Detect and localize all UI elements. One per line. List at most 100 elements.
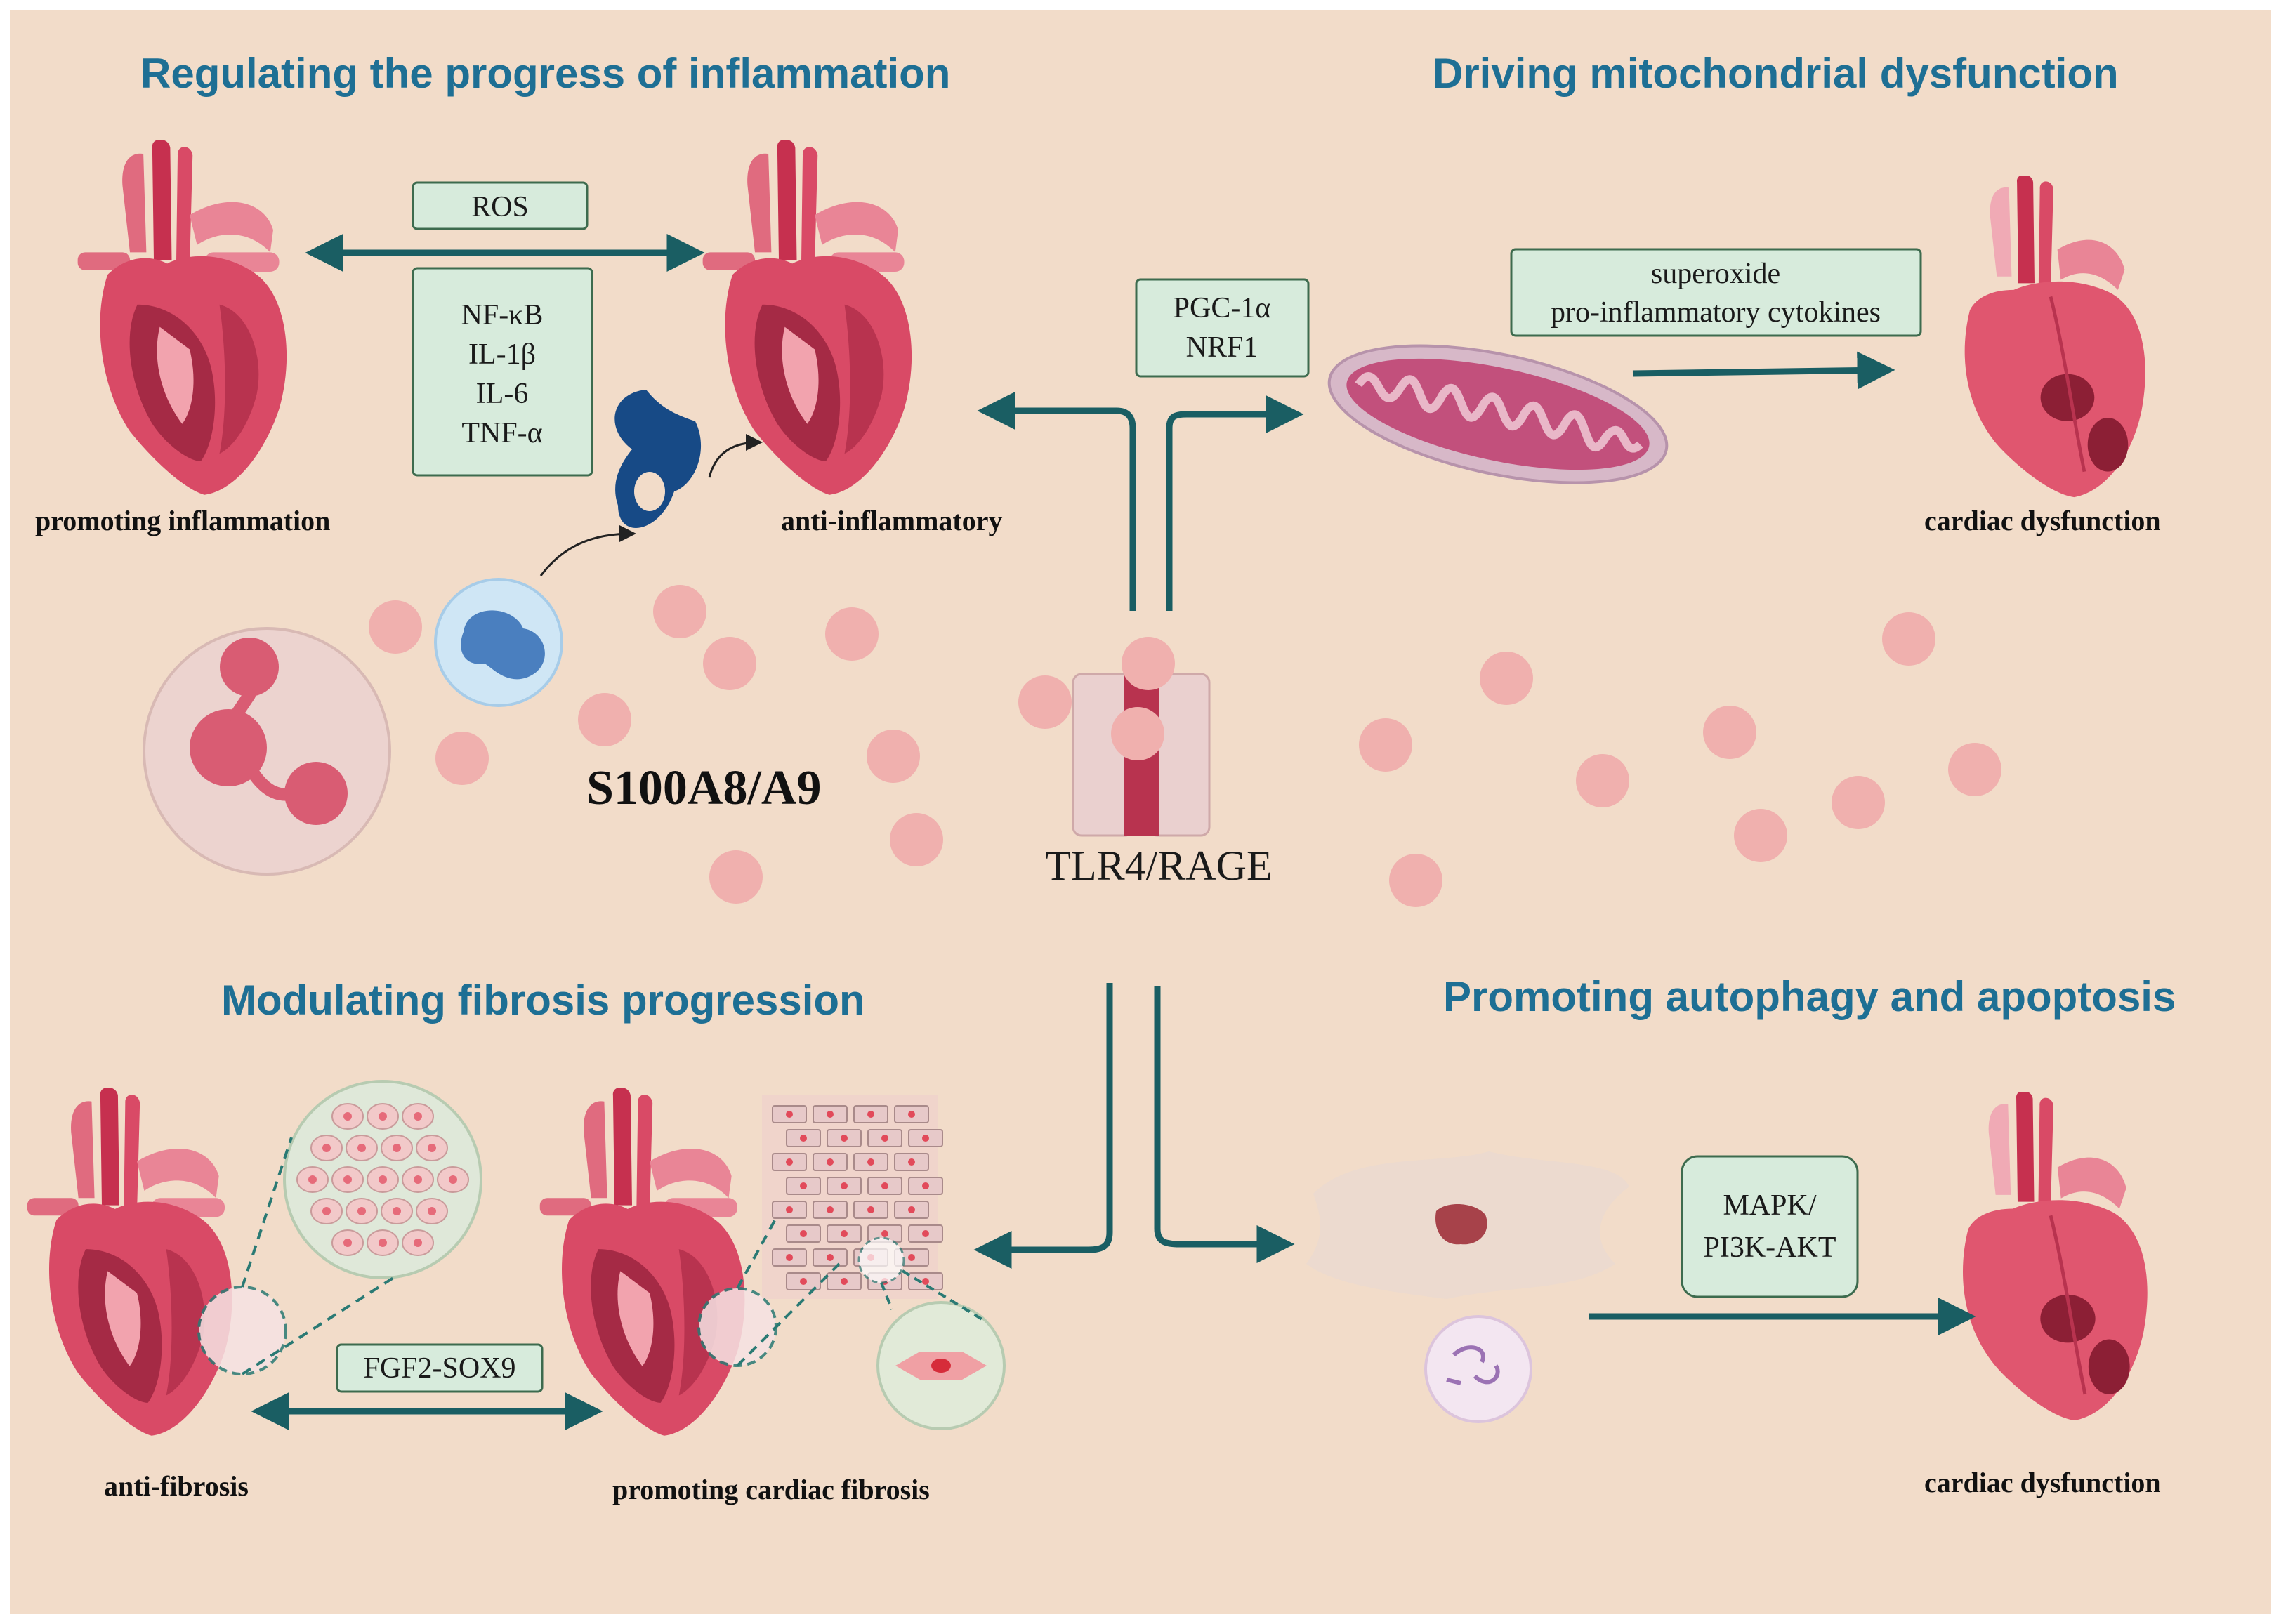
particle-7 [867,730,920,783]
fibrotic-cell-nucleus [908,1111,915,1118]
fibrotic-cell-nucleus [908,1158,915,1166]
pgc-box [1135,278,1310,378]
arrow-to-mitochondria [1166,395,1304,611]
particle-15 [1882,612,1935,666]
fibrotic-cell-nucleus [922,1135,929,1142]
fibrotic-cell-nucleus [867,1206,874,1213]
mapk-label: MAPK/ [1723,1189,1816,1222]
fibrotic-cell-nucleus [800,1230,807,1237]
fibrotic-cell-nucleus [800,1278,807,1285]
fibrotic-cell-nucleus [867,1158,874,1166]
tissue-cell-nucleus [357,1144,366,1152]
tissue-cell-nucleus [393,1207,401,1215]
cytokine-tnfa: TNF-α [461,417,542,449]
tissue-cell-nucleus [428,1144,436,1152]
autophagosome-content [1446,1345,1500,1385]
zoom-lines-fibroblast [880,1269,985,1321]
tissue-cell-nucleus [449,1175,457,1184]
particle-12 [1359,718,1412,772]
particle-5 [578,693,631,746]
superoxide-label: superoxide [1651,258,1780,290]
particle-16 [1948,743,2001,796]
neutrophil-lobe-3 [284,762,348,825]
particle-10 [1018,675,1072,729]
s100a8-a9-particles [369,585,2001,907]
fibrotic-cell-nucleus [800,1135,807,1142]
tlr4-rage-label: TLR4/RAGE [1045,843,1272,889]
fibrotic-cell-nucleus [786,1254,793,1261]
fibrotic-cell-nucleus [827,1206,834,1213]
heart-zoom-circle-left [197,1286,287,1375]
fibrotic-cell-nucleus [786,1206,793,1213]
mapk-box [1681,1155,1859,1298]
zoom-lines-left [241,1137,395,1375]
particle-19 [1389,854,1442,907]
macrophage-hole [634,472,665,511]
arrow-to-fibrosis [973,983,1113,1269]
particle-14 [1576,754,1629,807]
neutrophil-lobe-1 [220,638,279,697]
cytokine-nfkb: NF-κB [461,299,544,331]
macrophage-to-heart-arrow [708,434,763,478]
pro-inflammatory-cytokines-label: pro-inflammatory cytokines [1551,296,1881,329]
fibrotic-cell-nucleus [881,1230,888,1237]
section-title-autophagy: Promoting autophagy and apoptosis [1443,973,2176,1020]
particle-11 [1480,652,1533,705]
ros-box [412,181,589,230]
cytokine-il1b: IL-1β [468,338,536,371]
particle-1 [369,600,422,654]
autophagosome-icon [1424,1315,1532,1423]
caption-promoting-cardiac-fibrosis: promoting cardiac fibrosis [612,1474,930,1505]
caption-cardiac-dysfunction-top: cardiac dysfunction [1924,505,2161,536]
particle-4 [703,637,756,690]
ros-label: ROS [471,191,529,223]
particle-6 [435,732,489,785]
receptor-bound-particle-mid [1111,707,1164,760]
tissue-cell-nucleus [343,1175,352,1184]
fgf2-sox9-box [336,1343,544,1393]
superoxide-box [1510,248,1922,337]
neutrophil-links [229,689,301,801]
pi3k-akt-label: PI3K-AKT [1704,1232,1836,1264]
fibrotic-cell-nucleus [786,1111,793,1118]
tissue-cell-nucleus [379,1175,387,1184]
section-title-fibrosis: Modulating fibrosis progression [221,977,865,1024]
fibroblast-nucleus [931,1359,951,1373]
particle-17 [1832,776,1885,829]
fibrotic-cell-nucleus [786,1158,793,1166]
section-title-inflammation: Regulating the progress of inflammation [140,50,950,97]
zoom-lines-right [736,1217,841,1367]
monocyte-nucleus [461,610,545,680]
particle-2 [653,585,706,638]
fibrotic-cell-nucleus [841,1278,848,1285]
cytokine-il6: IL-6 [476,378,529,410]
fibrotic-zoom-circle [857,1236,905,1284]
fibrotic-cell-nucleus [881,1135,888,1142]
tissue-cell-nucleus [343,1239,352,1247]
caption-anti-inflammatory: anti-inflammatory [781,505,1003,536]
fgf2-sox9-label: FGF2-SOX9 [363,1352,515,1385]
arrow-to-autophagy [1154,986,1295,1263]
arrow-to-inflammation [977,392,1136,611]
tissue-cell-nucleus [414,1239,422,1247]
fibrotic-cell-nucleus [881,1182,888,1189]
tissue-cell-nucleus [428,1207,436,1215]
mitochondrion-icon [1327,344,1669,484]
fibrotic-cell-nucleus [841,1135,848,1142]
arrow-mitochondria-to-heart [1632,351,1895,390]
nrf1-label: NRF1 [1186,331,1258,364]
tissue-cell-nucleus [308,1175,317,1184]
particle-3 [825,607,879,661]
tissue-cell-nucleus [322,1207,331,1215]
cytokine-box [412,267,593,477]
section-title-mitochondrial: Driving mitochondrial dysfunction [1433,50,2119,97]
fibrotic-cell-nucleus [841,1182,848,1189]
particle-13 [1703,706,1756,759]
particle-18 [1734,809,1787,862]
tissue-cell-nucleus [343,1112,352,1121]
fibrotic-tissue-patch [762,1095,938,1299]
fibrotic-cell-nucleus [800,1182,807,1189]
receptor-bound-particle-top [1122,637,1175,690]
